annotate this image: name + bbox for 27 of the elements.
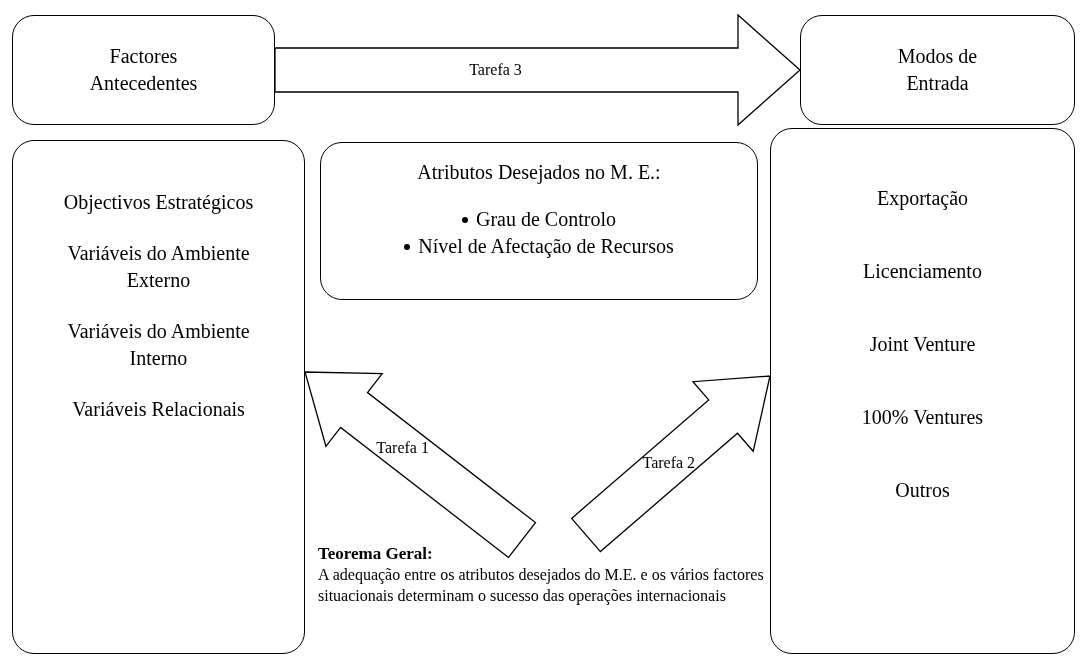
bullet-text: Nível de Afectação de Recursos xyxy=(418,234,674,260)
node-text: 100% Ventures xyxy=(861,405,984,430)
node-text: Exportação xyxy=(876,186,969,212)
node-text: Outros xyxy=(895,478,950,503)
node-text: Factores Antecedentes xyxy=(88,44,199,96)
edge-label: Tarefa 3 xyxy=(469,62,522,78)
block-arrow xyxy=(304,371,537,559)
attributes-box xyxy=(320,142,758,300)
node-text: Variáveis do Ambiente Externo xyxy=(66,241,251,293)
rounded-box xyxy=(12,140,305,654)
theorem-heading: Teorema Geral: xyxy=(318,543,433,565)
node-text: Atributos Desejados no M. E.: xyxy=(417,160,661,186)
rounded-box xyxy=(770,128,1075,654)
edge-label: Tarefa 2 xyxy=(642,455,696,472)
node-text: Objectivos Estratégicos xyxy=(63,190,254,216)
bullet-text: Grau de Controlo xyxy=(476,207,616,232)
edge-label: Tarefa 1 xyxy=(376,439,429,456)
block-arrow xyxy=(274,13,801,127)
node-text: Licenciamento xyxy=(863,259,982,284)
theorem-text: A adequação entre os atributos desejados do M.E. e os vários factores situacionais determinam o sucesso das operações internacionais xyxy=(318,565,764,607)
node-text: Variáveis Relacionais xyxy=(71,397,246,422)
rounded-box xyxy=(800,15,1075,125)
rounded-box xyxy=(12,15,275,125)
node-text: Joint Venture xyxy=(869,332,976,357)
node-text: Variáveis do Ambiente Interno xyxy=(66,319,251,371)
node-text: Modos de Entrada xyxy=(896,44,979,96)
block-arrow xyxy=(570,375,771,553)
